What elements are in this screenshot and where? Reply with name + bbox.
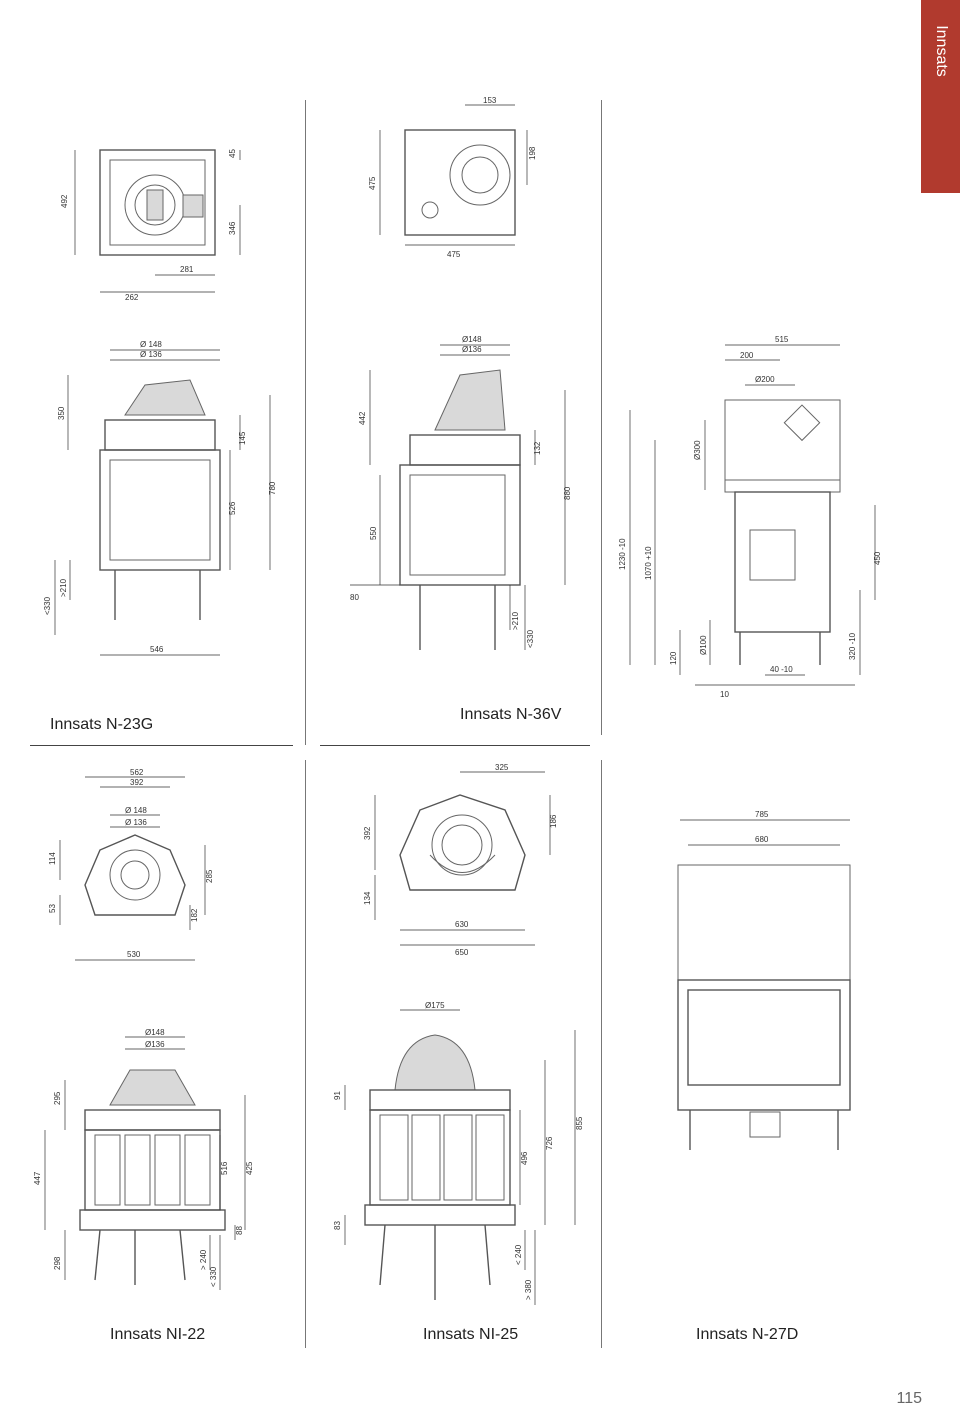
dim-label: <330 <box>43 596 52 615</box>
dim-label: Ø148 <box>462 335 482 344</box>
dim-label: >210 <box>59 578 68 597</box>
column-divider-1 <box>305 100 306 745</box>
dim-label: 45 <box>228 149 237 158</box>
dim-label: 855 <box>575 1116 584 1130</box>
dim-label: 450 <box>873 551 882 565</box>
dim-label: 562 <box>130 768 144 777</box>
column-divider-3 <box>305 760 306 1348</box>
dim-label: 526 <box>228 501 237 515</box>
dim-label: 346 <box>228 221 237 235</box>
row-divider-2 <box>320 745 590 746</box>
page-number: 115 <box>896 1390 922 1407</box>
dim-label: Ø 148 <box>125 806 147 815</box>
dim-label: 650 <box>455 948 469 957</box>
n23g-top-drawing: 492 45 346 281 262 <box>60 149 241 302</box>
dim-label: 785 <box>755 810 769 819</box>
dim-label: 442 <box>358 411 367 425</box>
dim-label: 515 <box>775 335 789 344</box>
caption-n27d: Innsats N-27D <box>696 1326 799 1343</box>
dim-label: 496 <box>520 1151 529 1165</box>
caption-ni25: Innsats NI-25 <box>423 1326 519 1343</box>
dim-label: 295 <box>53 1091 62 1105</box>
dim-label: 182 <box>190 908 199 922</box>
dim-label: 298 <box>53 1256 62 1270</box>
dim-label: 780 <box>268 481 277 495</box>
dim-label: > 240 <box>199 1249 208 1270</box>
dim-label: 91 <box>333 1091 342 1100</box>
dim-label: 546 <box>150 645 164 654</box>
section-tab-label: Innsats <box>932 25 950 77</box>
caption-n36v: Innsats N-36V <box>460 706 562 723</box>
dim-label: 186 <box>549 814 558 828</box>
dim-label: 10 <box>720 690 729 699</box>
dim-label: 262 <box>125 293 139 302</box>
dim-label: 516 <box>220 1161 229 1175</box>
ni25-front-drawing: Ø175 91 83 496 726 855 < 240 > 380 <box>333 1001 584 1305</box>
dim-label: 320 -10 <box>848 632 857 660</box>
dim-label: 145 <box>238 431 247 445</box>
dim-label: 492 <box>60 194 69 208</box>
dim-label: 425 <box>245 1161 254 1175</box>
n36v-top-drawing: 153 198 475 475 <box>368 96 537 259</box>
dim-label: 132 <box>533 441 542 455</box>
dim-label: > 380 <box>524 1279 533 1300</box>
dim-label: Ø175 <box>425 1001 445 1010</box>
ni22-top-drawing: 562 392 Ø 148 Ø 136 114 53 285 182 530 <box>48 768 214 961</box>
dim-label: Ø136 <box>145 1040 165 1049</box>
dim-label: 88 <box>235 1226 244 1235</box>
section-tab: Innsats <box>921 0 960 193</box>
dim-label: 475 <box>368 176 377 190</box>
dim-label: 350 <box>57 406 66 420</box>
dim-label: 281 <box>180 265 194 274</box>
dim-label: 134 <box>363 891 372 905</box>
dim-label: 726 <box>545 1136 554 1150</box>
column-divider-4 <box>601 760 602 1348</box>
dim-label: Ø148 <box>145 1028 165 1037</box>
n23g-front-drawing: Ø 148 Ø 136 350 145 780 526 <330 >210 54… <box>43 340 277 656</box>
dim-label: 53 <box>48 904 57 913</box>
dim-label: 680 <box>755 835 769 844</box>
dim-label: 550 <box>369 526 378 540</box>
dim-label: 630 <box>455 920 469 929</box>
dim-label: Ø 148 <box>140 340 162 349</box>
caption-n23g: Innsats N-23G <box>50 716 154 733</box>
dim-label: 1230 -10 <box>618 538 627 570</box>
dim-label: <330 <box>526 629 535 648</box>
dim-label: 80 <box>350 593 359 602</box>
dim-label: 392 <box>130 778 144 787</box>
dim-label: 1070 +10 <box>644 546 653 580</box>
n36v-side-drawing: 515 200 Ø200 Ø300 1230 -10 1070 +10 450 … <box>618 335 882 699</box>
dim-label: Ø 136 <box>125 818 147 827</box>
dim-label: < 240 <box>514 1244 523 1265</box>
dim-label: 475 <box>447 250 461 259</box>
dim-label: 120 <box>669 651 678 665</box>
dim-label: 325 <box>495 763 509 772</box>
dim-label: 530 <box>127 950 141 959</box>
dim-label: 114 <box>48 852 57 865</box>
dim-label: 153 <box>483 96 497 105</box>
dim-label: Ø100 <box>699 635 708 655</box>
dim-label: 198 <box>528 146 537 160</box>
dim-label: 392 <box>363 826 372 840</box>
dim-label: 200 <box>740 351 754 360</box>
n36v-front-drawing: Ø148 Ø136 442 132 880 550 80 >210 <330 <box>350 335 572 650</box>
dim-label: 83 <box>333 1221 342 1230</box>
dim-label: Ø136 <box>462 345 482 354</box>
dim-label: 285 <box>205 869 214 883</box>
dim-label: Ø200 <box>755 375 775 384</box>
dim-label: 447 <box>33 1171 42 1185</box>
dim-label: 40 -10 <box>770 665 793 674</box>
row-divider-1 <box>30 745 293 746</box>
n27d-front-drawing: 785 680 <box>677 810 851 1150</box>
ni22-front-drawing: Ø148 Ø136 295 447 516 425 298 88 > 240 <… <box>33 1028 254 1290</box>
dim-label: < 330 <box>209 1266 218 1287</box>
dim-label: 880 <box>563 486 572 500</box>
dim-label: Ø300 <box>693 440 702 460</box>
dim-label: >210 <box>511 611 520 630</box>
ni25-top-drawing: 325 392 186 134 630 650 <box>363 763 558 957</box>
dim-label: Ø 136 <box>140 350 162 359</box>
caption-ni22: Innsats NI-22 <box>110 1326 206 1343</box>
column-divider-2 <box>601 100 602 735</box>
